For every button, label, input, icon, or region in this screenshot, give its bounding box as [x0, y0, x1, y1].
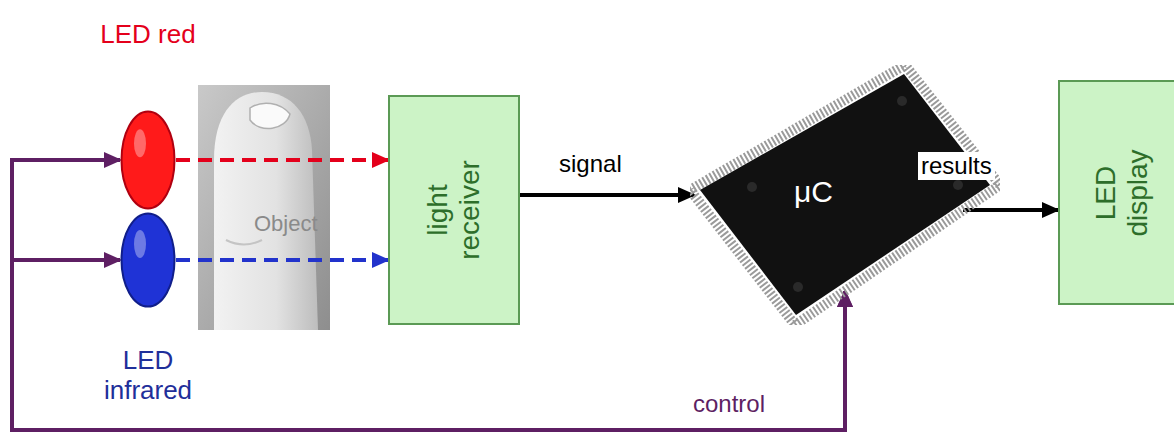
connector: [520, 193, 694, 197]
led-label: LED red: [100, 20, 196, 50]
object-label: Object: [254, 211, 318, 236]
photo-background: [198, 85, 330, 330]
connector: [176, 158, 388, 162]
chip-label: μC: [794, 175, 833, 210]
microcontroller-chip: [690, 65, 1000, 325]
infrared-led: [120, 212, 176, 308]
edge-label: signal: [556, 150, 625, 178]
connector: [176, 258, 388, 262]
diagram-node: LED infrared: [100, 212, 196, 424]
connector: [963, 208, 1058, 212]
red-led: [120, 110, 176, 210]
diagram-node: μC: [690, 65, 1000, 325]
diagram-node: LED display: [1058, 80, 1174, 305]
display-label: LED display: [1090, 149, 1154, 236]
led-label: LED infrared: [90, 346, 206, 406]
finger-shape: [214, 92, 318, 330]
fingernail: [250, 103, 290, 128]
edge-label: control: [690, 390, 768, 418]
receiver-label: light receiver: [422, 160, 486, 260]
diagram-node: LED red: [100, 14, 196, 214]
diagram-node: light receiver: [388, 95, 520, 325]
diagram-node: Object: [198, 85, 330, 330]
finger-crease: [226, 240, 262, 245]
edge-label: results: [918, 152, 995, 180]
